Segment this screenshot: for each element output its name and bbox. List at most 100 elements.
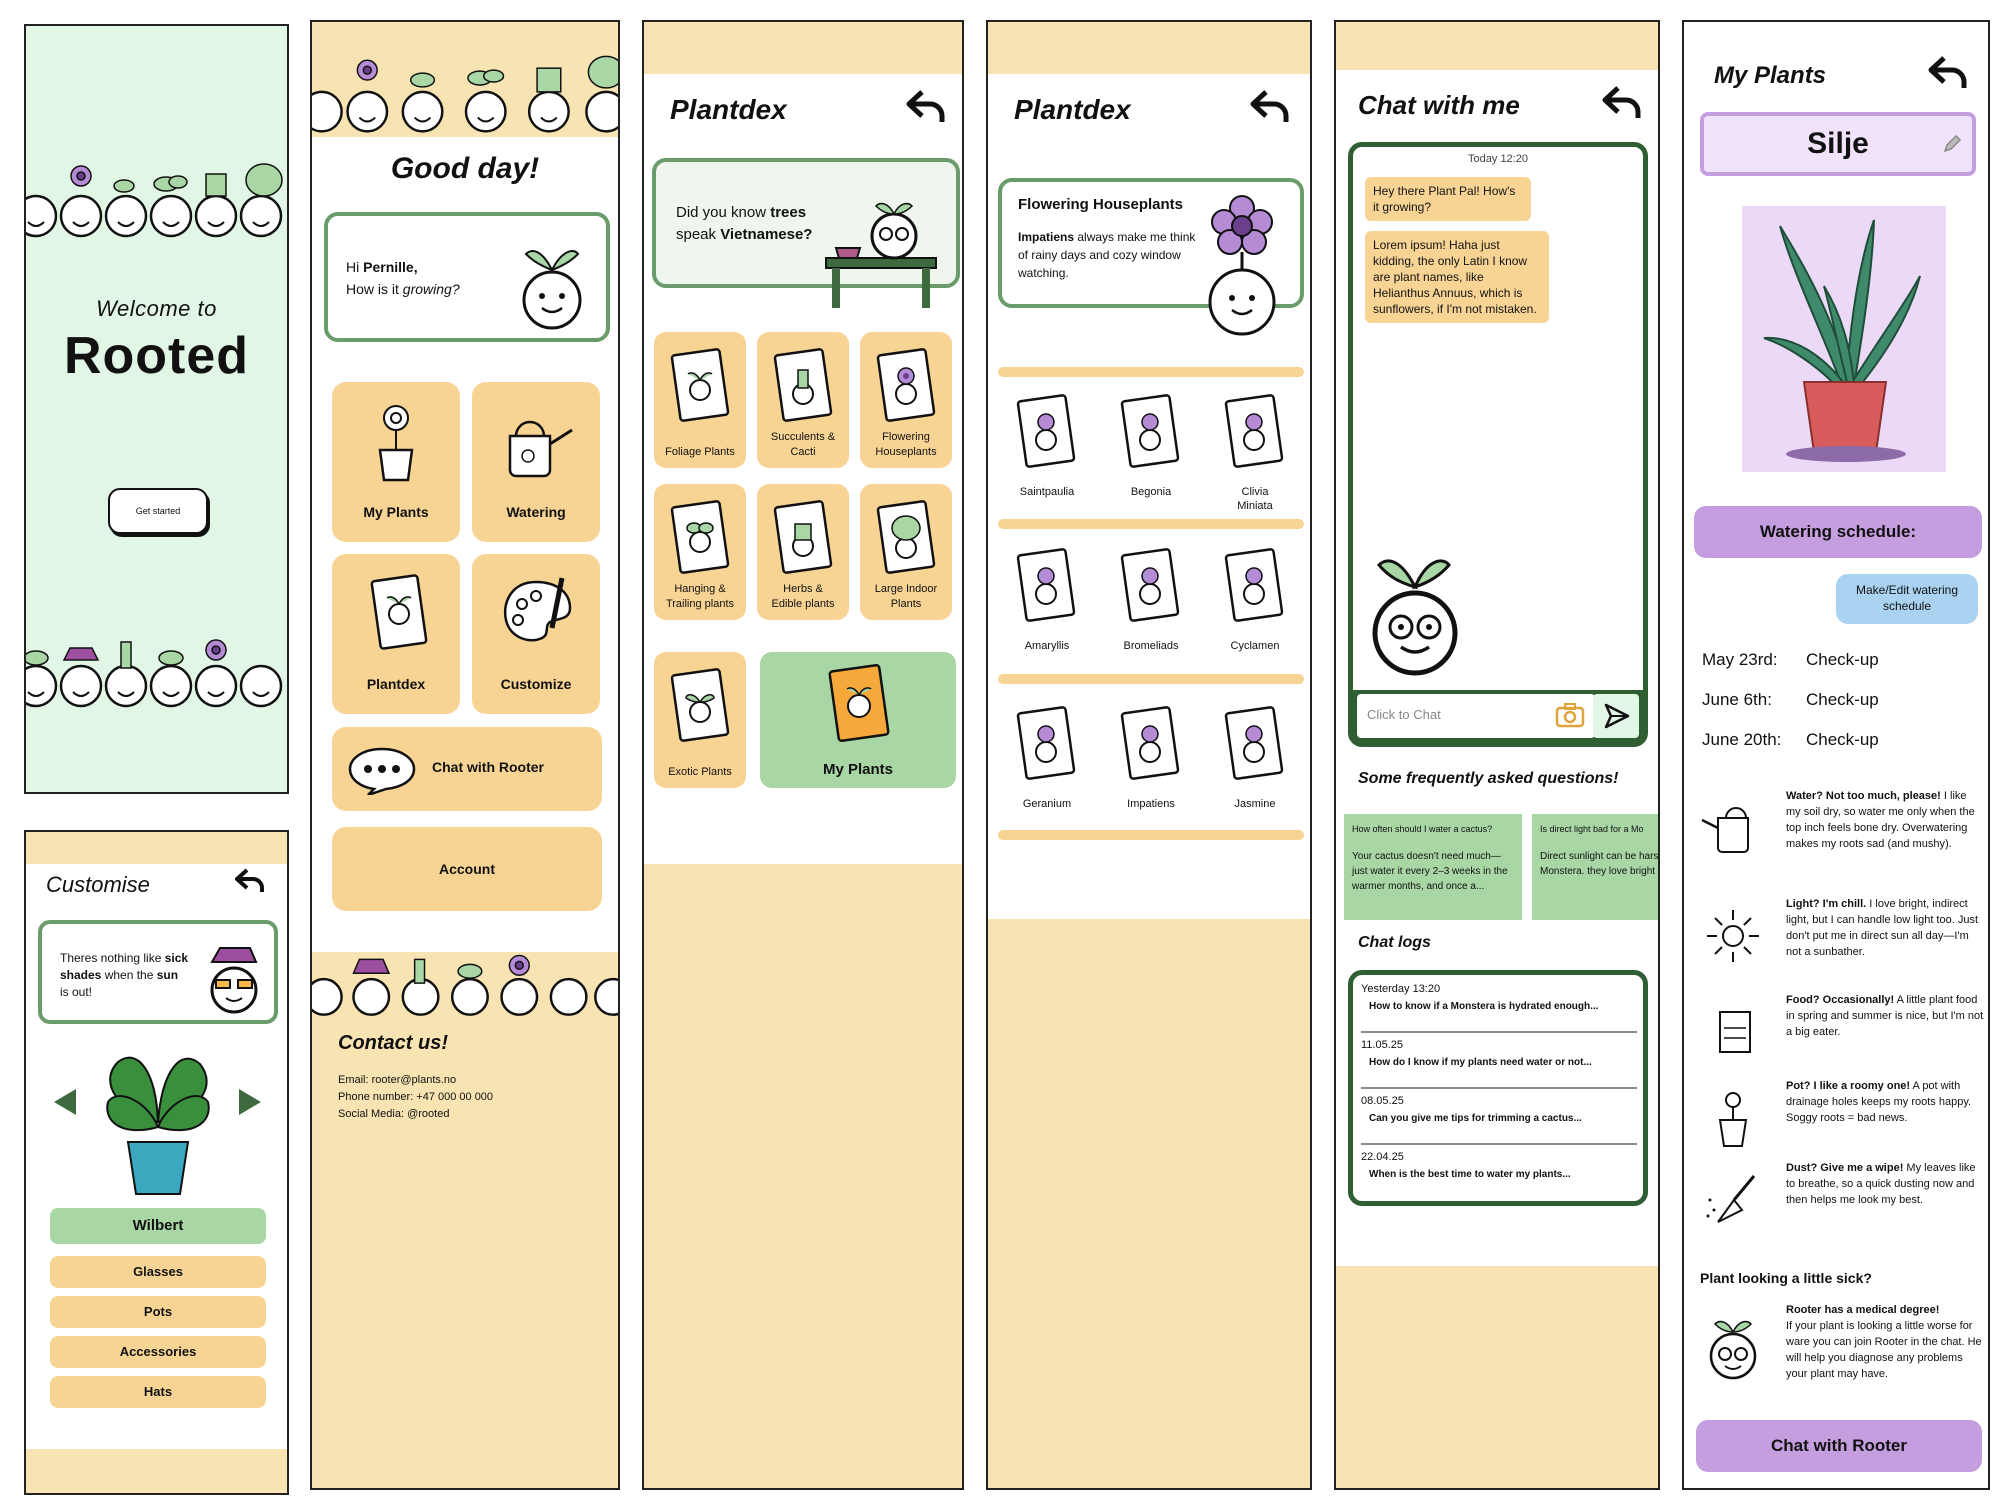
chat-log-item[interactable]: Yesterday 13:20 How to know if a Monster… — [1361, 977, 1637, 1033]
category-label: Exotic Plants — [654, 765, 746, 780]
featured-title: Flowering Houseplants — [1018, 196, 1184, 213]
chat-screen: Chat with me Today 12:20 Hey there Plant… — [1334, 20, 1660, 1490]
option-hats[interactable]: Hats — [50, 1376, 266, 1408]
hanging-plant-book-icon — [670, 500, 730, 574]
tip-box: Theres nothing like sick shades when the… — [38, 920, 278, 1024]
my-plants-button[interactable]: My Plants — [760, 652, 956, 788]
plant-pots-decoration — [312, 22, 618, 142]
previous-arrow-icon[interactable] — [52, 1087, 78, 1117]
rooter-at-desk-icon — [825, 202, 937, 308]
flower-book-icon — [1224, 706, 1284, 780]
schedule-date: May 23rd: — [1702, 650, 1778, 669]
plant-bromeliads[interactable]: Bromeliads — [1106, 544, 1196, 653]
back-arrow-icon[interactable] — [1928, 56, 1968, 90]
option-pots[interactable]: Pots — [50, 1296, 266, 1328]
rooter-sunglasses-icon — [210, 947, 258, 1014]
brand-title: Rooted — [63, 327, 250, 385]
category-label-line: Trailing plants — [665, 598, 735, 610]
large-plant-book-icon — [876, 500, 936, 574]
option-accessories[interactable]: Accessories — [50, 1336, 266, 1368]
sick-plant-title: Plant looking a little sick? — [1700, 1270, 1872, 1286]
camera-icon[interactable] — [1555, 702, 1585, 728]
category-succulents-cacti[interactable]: Succulents &Cacti — [757, 332, 849, 468]
tip-text: Theres nothing like sick shades when the… — [60, 950, 190, 1001]
chat-logs-list: Yesterday 13:20 How to know if a Monster… — [1348, 970, 1648, 1206]
chat-log-question: How do I know if my plants need water or… — [1369, 1057, 1592, 1068]
section-divider — [998, 367, 1304, 377]
tile-plantdex[interactable]: Plantdex — [332, 554, 460, 714]
faq-card[interactable]: Is direct light bad for a Mo Direct sunl… — [1532, 814, 1658, 920]
chat-log-question: Can you give me tips for trimming a cact… — [1369, 1113, 1582, 1124]
chat-with-rooter-button[interactable]: Chat with Rooter — [332, 727, 602, 811]
tip-part: Theres nothing like — [60, 951, 165, 965]
back-arrow-icon[interactable] — [1250, 90, 1290, 124]
plant-cyclamen[interactable]: Cyclamen — [1210, 544, 1300, 653]
get-started-button[interactable]: Get started — [108, 488, 208, 534]
customise-screen: Customise Theres nothing like sick shade… — [24, 830, 289, 1495]
next-arrow-icon[interactable] — [237, 1087, 263, 1117]
back-arrow-icon[interactable] — [235, 868, 265, 894]
tile-customize[interactable]: Customize — [472, 554, 600, 714]
category-hanging-trailing[interactable]: Hanging &Trailing plants — [654, 484, 746, 620]
rooter-doctor-icon — [1709, 1320, 1757, 1380]
account-button[interactable]: Account — [332, 827, 602, 911]
duster-icon — [1706, 1175, 1756, 1223]
sick-plant-text: Rooter has a medical degree!If your plan… — [1786, 1302, 1984, 1382]
category-label: Hanging &Trailing plants — [654, 582, 746, 612]
plant-label-line: Impatiens — [1127, 798, 1175, 810]
welcome-text: Welcome to — [96, 296, 217, 321]
plant-label-line: Bromeliads — [1123, 640, 1179, 652]
flower-book-icon — [876, 348, 936, 422]
plant-begonia[interactable]: Begonia — [1106, 390, 1196, 499]
edit-schedule-button[interactable]: Make/Edit watering schedule — [1836, 574, 1978, 624]
care-tip: Light? I'm chill. I love bright, indirec… — [1698, 896, 1982, 996]
tile-my-plants[interactable]: My Plants — [332, 382, 460, 542]
plant-saintpaulia[interactable]: Saintpaulia — [1002, 390, 1092, 499]
greeting-part: Hi — [346, 259, 364, 275]
category-foliage-plants[interactable]: Foliage Plants — [654, 332, 746, 468]
chat-input[interactable]: Click to Chat — [1357, 694, 1595, 738]
chat-with-rooter-button[interactable]: Chat with Rooter — [1696, 1420, 1982, 1472]
plant-geranium[interactable]: Geranium — [1002, 702, 1092, 811]
care-tip-body: A little plant food in spring and summer… — [1786, 994, 1984, 1038]
care-tip-text: Light? I'm chill. I love bright, indirec… — [1786, 896, 1984, 960]
plant-jasmine[interactable]: Jasmine — [1210, 702, 1300, 811]
pencil-icon[interactable] — [1942, 134, 1962, 154]
chat-log-item[interactable]: 11.05.25 How do I know if my plants need… — [1361, 1033, 1637, 1089]
option-glasses[interactable]: Glasses — [50, 1256, 266, 1288]
tile-watering[interactable]: Watering — [472, 382, 600, 542]
fact-part: speak — [676, 226, 721, 243]
plant-name-field[interactable]: Silje — [1700, 112, 1976, 176]
bottom-band — [26, 1449, 287, 1493]
back-arrow-icon[interactable] — [906, 90, 946, 124]
back-arrow-icon[interactable] — [1602, 86, 1642, 120]
category-herbs-edible[interactable]: Herbs &Edible plants — [757, 484, 849, 620]
schedule-task: Check-up — [1806, 690, 1879, 709]
tile-label: Watering — [506, 504, 566, 520]
plant-impatiens[interactable]: Impatiens — [1106, 702, 1196, 811]
category-exotic-plants[interactable]: Exotic Plants — [654, 652, 746, 788]
flower-book-icon — [1120, 548, 1180, 622]
schedule-task: Check-up — [1806, 730, 1879, 749]
plant-amaryllis[interactable]: Amaryllis — [1002, 544, 1092, 653]
page-title: Plantdex — [670, 94, 787, 125]
page-title: My Plants — [1714, 62, 1827, 89]
send-button[interactable] — [1593, 694, 1639, 738]
plant-label: Bromeliads — [1106, 639, 1196, 653]
plant-label: Amaryllis — [1002, 639, 1092, 653]
faq-card[interactable]: How often should I water a cactus? Your … — [1344, 814, 1522, 920]
care-tip-text: Dust? Give me a wipe! My leaves like to … — [1786, 1160, 1984, 1208]
plant-book-icon — [370, 574, 428, 650]
chat-log-item[interactable]: 08.05.25 Can you give me tips for trimmi… — [1361, 1089, 1637, 1145]
plant-label: Impatiens — [1106, 797, 1196, 811]
watering-schedule-button[interactable]: Watering schedule: — [1694, 506, 1982, 558]
chat-log-item[interactable]: 22.04.25 When is the best time to water … — [1361, 1145, 1637, 1201]
herb-book-icon — [773, 500, 833, 574]
care-tip-body: A pot with drainage holes keeps my roots… — [1786, 1080, 1972, 1124]
